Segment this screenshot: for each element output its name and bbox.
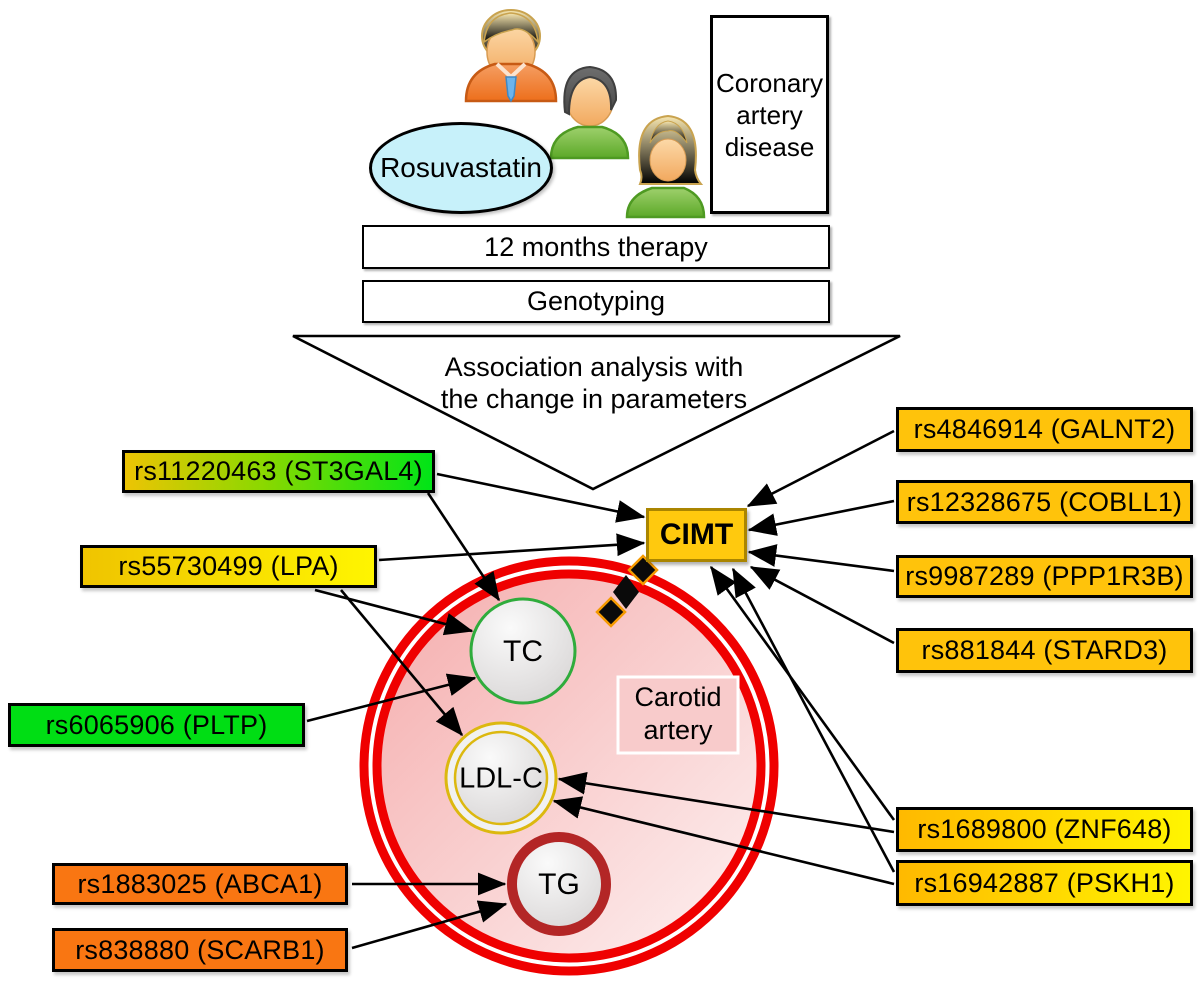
therapy-label: 12 months therapy [484,231,708,262]
ldl-label: LDL-C [459,762,543,795]
association-arrows [306,429,896,950]
tc-label: TC [503,635,543,668]
cimt-measurement-diamonds [595,554,659,628]
snp-box-abca1: rs1883025 (ABCA1) [52,863,348,905]
drug-label: Rosuvastatin [380,152,542,183]
person-male-icon [464,9,558,103]
person-female-icon [625,114,706,219]
patients-icons [464,9,706,219]
cimt-box: CIMT [646,508,747,562]
carotid-label-plate [616,675,740,755]
population-label: Coronary artery disease [716,67,823,162]
snp-box-scarb1: rs838880 (SCARB1) [52,928,348,972]
therapy-box: 12 months therapy [362,225,830,269]
tg-circle [507,832,611,936]
snp-box-stard3: rs881844 (STARD3) [896,628,1193,673]
snp-box-cobll1: rs12328675 (COBLL1) [896,480,1193,524]
snp-box-pskh1: rs16942887 (PSKH1) [896,860,1193,906]
ldl-circle [444,721,558,835]
snp-box-znf648: rs1689800 (ZNF648) [896,807,1193,852]
snp-box-pltp: rs6065906 (PLTP) [8,703,305,747]
snp-box-ppp1r3b: rs9987289 (PPP1R3B) [896,555,1193,598]
snp-box-lpa: rs55730499 (LPA) [80,545,377,588]
analysis-funnel [292,334,901,491]
genotyping-box: Genotyping [362,280,830,323]
carotid-artery-label: Carotid artery [634,682,722,745]
cimt-label: CIMT [659,518,734,551]
genotyping-label: Genotyping [526,286,666,316]
snp-box-st3gal4: rs11220463 (ST3GAL4) [122,450,435,493]
analysis-funnel-label: Association analysis with the change in … [440,352,748,414]
population-box: Coronary artery disease [710,15,829,214]
snp-box-galnt2: rs4846914 (GALNT2) [896,407,1193,452]
drug-ellipse: Rosuvastatin [369,122,553,214]
tg-label: TG [538,868,580,901]
tc-circle [469,597,577,705]
person-dark-hair-icon [549,65,630,160]
